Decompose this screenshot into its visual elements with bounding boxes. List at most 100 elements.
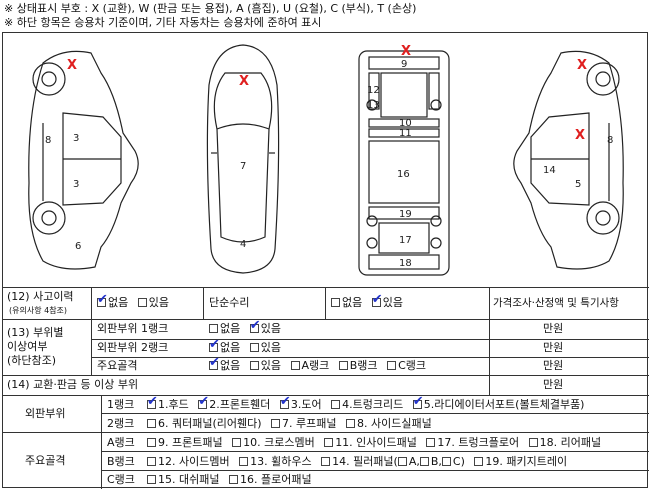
mark-right-hood: X (577, 58, 587, 73)
main-frame-c-label: C랭크 (398, 359, 426, 372)
pillar-panel-checkbox[interactable] (321, 457, 331, 466)
item-quarter-panel[interactable]: 6. 쿼터패널(리어휀다) (147, 417, 262, 431)
left-rear-wheel (32, 201, 66, 235)
floor-panel-checkbox[interactable] (228, 475, 238, 484)
main-frame-a-option[interactable]: A랭크 (290, 359, 329, 373)
item-side-sill-panel[interactable]: 8. 사이드실패널 (346, 417, 432, 431)
main-frame-b-checkbox[interactable] (338, 361, 348, 370)
right-label-14: 14 (543, 165, 556, 176)
simple-repair-label: 단순수리 (209, 296, 250, 309)
pillar-b-option[interactable]: B, (419, 455, 442, 469)
item-side-member[interactable]: 12. 사이드멤버 (147, 455, 230, 469)
hood-checkbox[interactable] (147, 395, 158, 409)
left-label-3b: 3 (73, 179, 79, 190)
accident-no-option[interactable]: 없음 (97, 293, 129, 310)
item-pillar-panel[interactable]: 14. 필러패널( (321, 455, 398, 469)
pillar-a-option[interactable]: A, (397, 455, 420, 469)
accident-yes-option[interactable]: 있음 (137, 296, 169, 310)
frame-a-items: 9. 프론트패널 10. 크로스멤버 11. 인사이드패널 17. 트렁크플로어… (147, 436, 607, 450)
chassis-label-12: 12 (367, 85, 380, 96)
outer-rank1-yes-option[interactable]: 있음 (249, 319, 281, 336)
item-front-panel[interactable]: 9. 프론트패널 (147, 436, 223, 450)
item-inside-panel[interactable]: 11. 인사이드패널 (324, 436, 417, 450)
package-tray-checkbox[interactable] (474, 457, 484, 466)
accident-yes-checkbox[interactable] (137, 298, 147, 307)
pillar-c-option[interactable]: C) (441, 455, 465, 469)
roof-panel-checkbox[interactable] (271, 419, 281, 428)
main-frame-b-label: B랭크 (349, 359, 378, 372)
pillar-c-checkbox[interactable] (441, 457, 451, 466)
wheel-house-label: 13. 휠하우스 (250, 455, 312, 468)
item-front-fender[interactable]: 2.프론트휀더 (198, 395, 270, 412)
inside-panel-checkbox[interactable] (324, 438, 334, 447)
item-rear-panel[interactable]: 18. 리어패널 (528, 436, 601, 450)
trunk-lid-checkbox[interactable] (331, 400, 341, 409)
main-frame-yes-checkbox[interactable] (249, 361, 259, 370)
simple-repair-yes-checkbox[interactable] (371, 293, 383, 307)
door-checkbox[interactable] (279, 395, 291, 409)
item-trunk-lid[interactable]: 4.트렁크리드 (331, 398, 403, 412)
main-frame-options: 없음 있음 A랭크 B랭크 C랭크 (209, 356, 432, 373)
frame-a-label: A랭크 (107, 436, 135, 449)
outer-rank2-no-label: 없음 (220, 341, 241, 354)
simple-repair-no-option[interactable]: 없음 (331, 296, 362, 310)
front-fender-checkbox[interactable] (198, 395, 209, 409)
main-frame-b-option[interactable]: B랭크 (338, 359, 378, 373)
main-frame-c-option[interactable]: C랭크 (387, 359, 426, 373)
outer-rank2-no-checkbox[interactable] (209, 338, 220, 352)
side-member-label: 12. 사이드멤버 (158, 455, 230, 468)
main-frame-row-label: 주요골격 (97, 359, 138, 372)
main-frame-yes-option[interactable]: 있음 (249, 359, 281, 373)
trunk-floor-checkbox[interactable] (426, 438, 436, 447)
top-car-body (206, 44, 280, 274)
floor-panel-label: 16. 플로어패널 (239, 473, 312, 486)
dash-panel-checkbox[interactable] (147, 475, 156, 484)
item-package-tray[interactable]: 19. 패키지트레이 (474, 455, 567, 469)
quarter-panel-label: 6. 쿼터패널(리어휀다) (158, 417, 262, 430)
outer-rank2-yes-checkbox[interactable] (249, 343, 259, 352)
main-frame-c-checkbox[interactable] (387, 361, 397, 370)
accident-no-checkbox[interactable] (97, 293, 108, 307)
simple-repair-no-checkbox[interactable] (331, 298, 340, 307)
item-trunk-floor[interactable]: 17. 트렁크플로어 (426, 436, 519, 450)
item-door[interactable]: 3.도어 (279, 395, 322, 412)
main-frame-a-checkbox[interactable] (290, 361, 300, 370)
outer-rank2-unit: 만원 (543, 341, 564, 354)
outer-rank2-yes-option[interactable]: 있음 (249, 341, 281, 355)
simple-repair-yes-option[interactable]: 있음 (371, 293, 403, 310)
item-hood[interactable]: 1.후드 (147, 395, 189, 412)
item-radiator-support[interactable]: 5.라디에이터서포트(볼트체결부품) (412, 395, 584, 412)
pillar-a-label: A, (408, 455, 420, 468)
outer-rank2-no-option[interactable]: 없음 (209, 338, 241, 355)
item-dash-panel[interactable]: 15. 대쉬패널 (147, 473, 219, 487)
outer-rank2-items: 6. 쿼터패널(리어휀다) 7. 루프패널 8. 사이드실패널 (147, 417, 438, 431)
section14-title: (14) 교환·판금 등 이상 부위 (7, 378, 139, 391)
item-wheel-house[interactable]: 13. 휠하우스 (239, 455, 312, 469)
right-rear-wheel (586, 201, 620, 235)
pillar-a-checkbox[interactable] (397, 457, 407, 466)
side-sill-panel-checkbox[interactable] (346, 419, 356, 428)
main-frame-no-checkbox[interactable] (209, 356, 220, 370)
outer-rank1-yes-checkbox[interactable] (249, 319, 261, 333)
item-floor-panel[interactable]: 16. 플로어패널 (228, 473, 312, 487)
side-member-checkbox[interactable] (147, 457, 156, 466)
outer-rank1-no-checkbox[interactable] (209, 324, 218, 333)
front-panel-checkbox[interactable] (147, 438, 156, 447)
quarter-panel-checkbox[interactable] (147, 419, 156, 428)
right-car-body (513, 50, 624, 270)
pillar-b-checkbox[interactable] (419, 457, 429, 466)
wheel-house-checkbox[interactable] (239, 457, 249, 466)
rear-panel-checkbox[interactable] (528, 438, 538, 447)
main-frame-no-option[interactable]: 없음 (209, 356, 240, 373)
chassis-label-10: 10 (399, 118, 412, 129)
chassis-label-13: 13 (367, 100, 380, 111)
simple-repair-yes-label: 있음 (382, 296, 403, 309)
item-cross-member[interactable]: 10. 크로스멤버 (232, 436, 315, 450)
cross-member-checkbox[interactable] (232, 438, 242, 447)
item-roof-panel[interactable]: 7. 루프패널 (271, 417, 337, 431)
inspection-frame: 3 3 6 8 7 4 9 10 11 12 13 16 19 17 18 14… (2, 32, 649, 489)
accident-no-label: 없음 (108, 296, 129, 309)
pillar-b-label: B, (430, 455, 442, 468)
outer-rank1-no-option[interactable]: 없음 (209, 322, 240, 336)
radiator-support-checkbox[interactable] (412, 395, 424, 409)
